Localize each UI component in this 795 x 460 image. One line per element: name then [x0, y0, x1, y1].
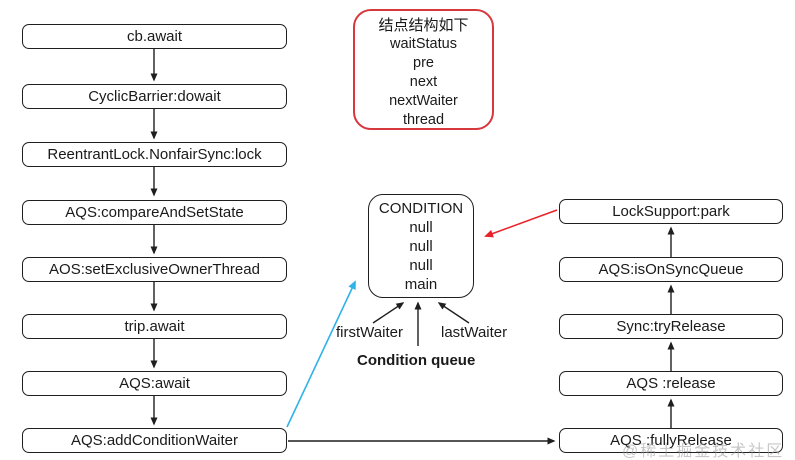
flow-node-cb-await: cb.await [22, 24, 287, 49]
condition-queue-caption: Condition queue [357, 352, 476, 369]
node-structure-title: 结点结构如下 [378, 17, 469, 34]
node-structure-field-3: next [409, 74, 438, 90]
condition-node-title: CONDITION [378, 200, 464, 217]
flow-node-isonsyncqueue: AQS:isOnSyncQueue [559, 257, 783, 282]
node-structure-field-2: pre [413, 55, 434, 71]
node-structure-box: 结点结构如下 waitStatus pre next nextWaiter th… [353, 9, 494, 130]
condition-node-field-1: null [409, 219, 433, 236]
node-structure-field-5: thread [402, 112, 445, 128]
arrow-firstwaiter-pointer [372, 302, 405, 324]
arrow-cyan-addconditionwaiter-to-condition [286, 280, 356, 428]
firstwaiter-label: firstWaiter [336, 324, 403, 341]
condition-node-field-3: null [409, 257, 433, 274]
flow-node-cyclicbarrier-dowait: CyclicBarrier:dowait [22, 84, 287, 109]
arrow-red-park-to-condition [484, 209, 558, 238]
lastwaiter-label: lastWaiter [441, 324, 508, 341]
node-structure-field-1: waitStatus [390, 36, 457, 52]
flow-node-compareandsetstate: AQS:compareAndSetState [22, 200, 287, 225]
node-structure-field-4: nextWaiter [389, 93, 458, 109]
flow-node-aqs-await: AQS:await [22, 371, 287, 396]
flow-node-fullyrelease: AQS :fullyRelease [559, 428, 783, 453]
arrow-lastwaiter-pointer [437, 302, 470, 324]
watermark: @稀土掘金技术社区 [622, 443, 785, 460]
flow-node-setexclusiveownerthread: AOS:setExclusiveOwnerThread [22, 257, 287, 282]
flow-node-release: AQS :release [559, 371, 783, 396]
flow-node-locksupport-park: LockSupport:park [559, 199, 783, 224]
flow-node-tryrelease: Sync:tryRelease [559, 314, 783, 339]
flow-node-addconditionwaiter: AQS:addConditionWaiter [22, 428, 287, 453]
flow-node-nonfairsync-lock: ReentrantLock.NonfairSync:lock [22, 142, 287, 167]
condition-node-box: CONDITION null null null main [368, 194, 474, 298]
flow-node-trip-await: trip.await [22, 314, 287, 339]
condition-node-field-2: null [409, 238, 433, 255]
condition-node-field-4: main [404, 276, 438, 293]
